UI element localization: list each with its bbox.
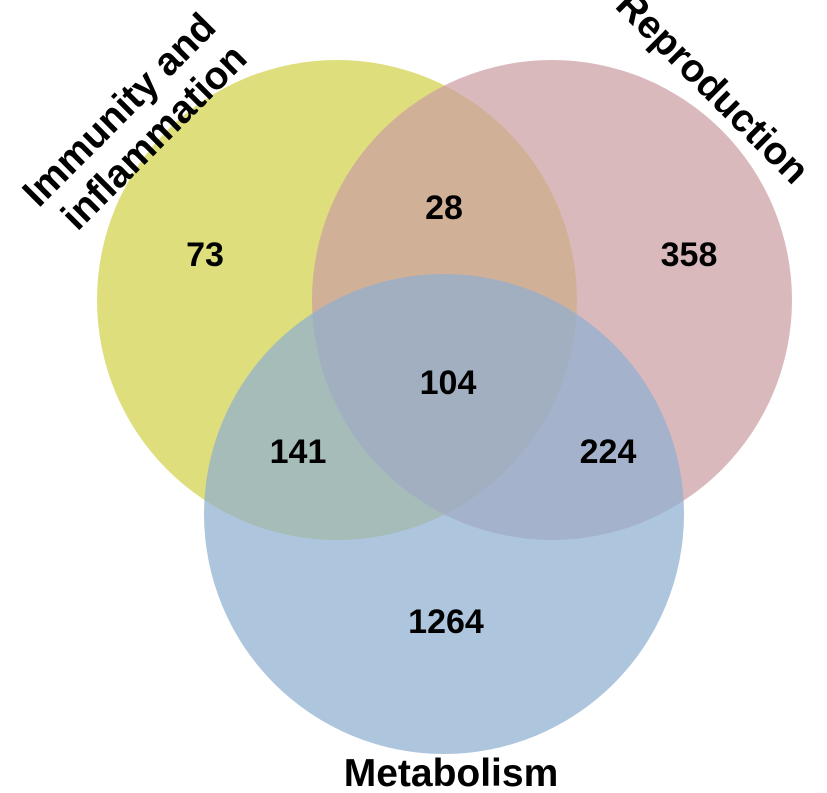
count-all-three: 104: [420, 364, 477, 402]
count-immunity-reproduction: 28: [425, 189, 463, 227]
count-reproduction-only: 358: [661, 236, 718, 274]
count-immunity-only: 73: [186, 236, 224, 274]
count-immunity-metabolism: 141: [270, 433, 327, 471]
count-reproduction-metabolism: 224: [580, 433, 637, 471]
count-metabolism-only: 1264: [408, 603, 484, 641]
metabolism-label: Metabolism: [344, 752, 559, 793]
metabolism-circle: [204, 274, 684, 754]
